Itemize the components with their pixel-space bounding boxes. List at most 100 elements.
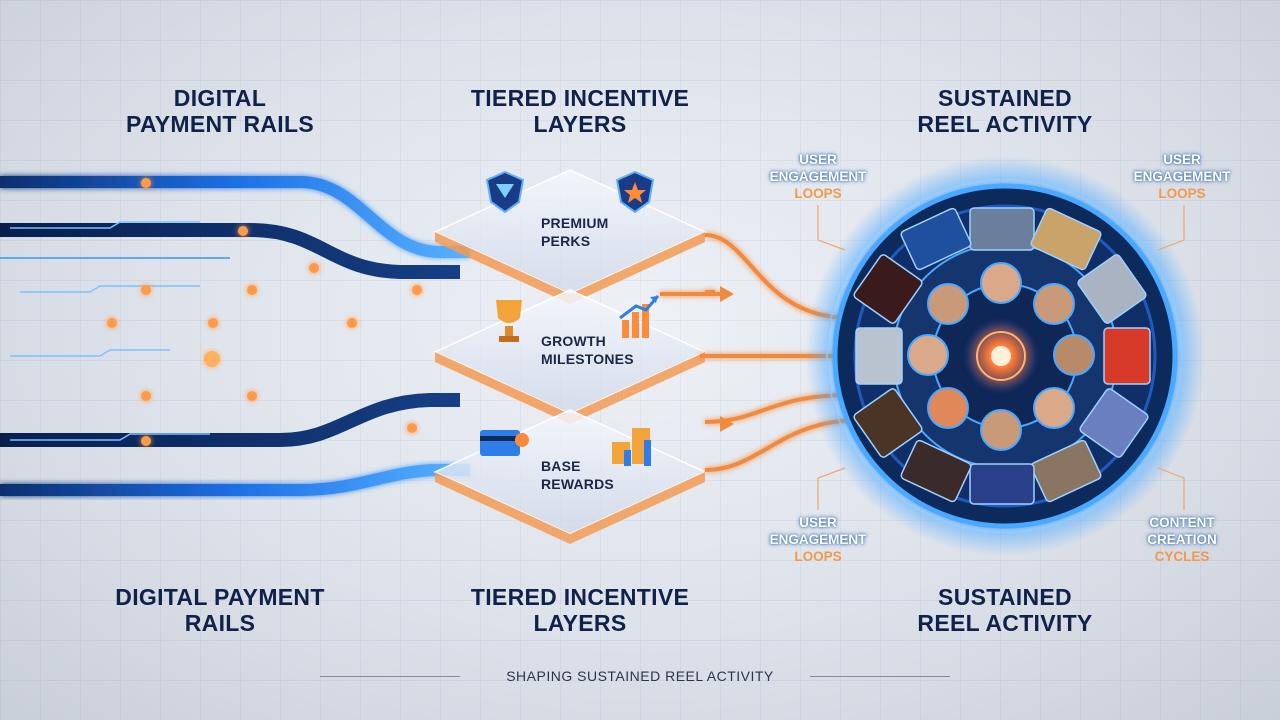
- star-badge-icon: [615, 170, 655, 214]
- tier-label-line: REWARDS: [541, 476, 614, 492]
- heading-line: REEL ACTIVITY: [917, 610, 1093, 636]
- reel-thumbnail: [1103, 327, 1151, 385]
- rail-node: [107, 318, 117, 328]
- heading-top-middle: TIERED INCENTIVE LAYERS: [450, 85, 710, 137]
- heading-line: DIGITAL PAYMENT: [115, 584, 325, 610]
- rail-node: [141, 285, 151, 295]
- caption-rule-left: [320, 676, 460, 677]
- avatar: [907, 334, 949, 376]
- loop-label-line: USER: [799, 152, 837, 167]
- heading-bottom-middle: TIERED INCENTIVE LAYERS: [450, 584, 710, 636]
- rail-node: [141, 436, 151, 446]
- tier-label-line: GROWTH: [541, 333, 606, 349]
- rail-node: [204, 351, 220, 367]
- reel-thumbnail: [853, 388, 923, 458]
- label-leaders: [817, 205, 1185, 510]
- rail-node: [141, 178, 151, 188]
- growth-chart-icon: [619, 295, 660, 338]
- tier-label-growth: GROWTH MILESTONES: [541, 332, 634, 368]
- heading-line: SUSTAINED: [938, 85, 1072, 111]
- loop-label-accent: CYCLES: [1154, 549, 1210, 564]
- loop-label-line: ENGAGEMENT: [1133, 169, 1231, 184]
- heading-bottom-left: DIGITAL PAYMENT RAILS: [90, 584, 350, 636]
- tier-label-line: MILESTONES: [541, 351, 634, 367]
- heading-bottom-right: SUSTAINED REEL ACTIVITY: [880, 584, 1130, 636]
- heading-line: REEL ACTIVITY: [917, 111, 1093, 137]
- rail-node: [247, 285, 257, 295]
- heading-top-left: DIGITAL PAYMENT RAILS: [100, 85, 340, 137]
- tier-label-line: BASE: [541, 458, 581, 474]
- heading-line: RAILS: [184, 610, 256, 636]
- rail-nodes: [107, 178, 422, 446]
- caption-rule-right: [810, 676, 950, 677]
- circuit-trace-3: [10, 349, 170, 357]
- avatar: [927, 387, 969, 429]
- tier-label-base: BASE REWARDS: [541, 457, 614, 493]
- avatar: [1053, 334, 1095, 376]
- loop-label-accent: LOOPS: [1158, 186, 1206, 201]
- reel-thumbnail: [853, 254, 923, 324]
- tier-label-line: PERKS: [541, 233, 591, 249]
- rail-node: [412, 285, 422, 295]
- rail-2: [0, 223, 460, 279]
- loop-label-top-left: USER ENGAGEMENT LOOPS: [758, 151, 878, 202]
- reel-thumbnail: [900, 439, 972, 503]
- loop-label-line: USER: [1163, 152, 1201, 167]
- reel-thumbnail: [1030, 207, 1102, 271]
- loop-label-line: CONTENT: [1149, 515, 1215, 530]
- circuit-trace-1: [10, 221, 200, 229]
- heading-line: LAYERS: [533, 610, 627, 636]
- heading-line: TIERED INCENTIVE: [470, 584, 690, 610]
- diamond-badge-icon: [485, 170, 525, 214]
- reel-thumbnail: [969, 207, 1035, 251]
- reel-thumbnail: [969, 463, 1035, 505]
- avatar: [980, 262, 1022, 304]
- avatar: [980, 409, 1022, 451]
- caption: SHAPING SUSTAINED REEL ACTIVITY: [506, 668, 774, 684]
- credit-card-icon: [480, 430, 529, 456]
- loop-label-accent: LOOPS: [794, 549, 842, 564]
- loop-label-line: USER: [799, 515, 837, 530]
- loop-label-line: ENGAGEMENT: [769, 169, 867, 184]
- heading-line: SUSTAINED: [938, 584, 1072, 610]
- rail-node: [238, 226, 248, 236]
- engagement-core: [967, 322, 1035, 390]
- payment-rails: [0, 176, 470, 496]
- rail-node: [407, 423, 417, 433]
- loop-label-accent: LOOPS: [794, 186, 842, 201]
- tier-label-line: PREMIUM: [541, 215, 609, 231]
- circuit-trace-2: [20, 285, 200, 293]
- coin-stack-icon: [612, 428, 651, 466]
- reel-thumbnail: [1079, 388, 1149, 458]
- avatar: [927, 283, 969, 325]
- heading-line: TIERED INCENTIVE: [470, 85, 690, 111]
- rail-8: [0, 393, 460, 447]
- heading-line: DIGITAL: [173, 85, 267, 111]
- circuit-trace-4: [10, 433, 210, 441]
- loop-label-top-right: USER ENGAGEMENT LOOPS: [1122, 151, 1242, 202]
- reel-thumbnail: [1030, 439, 1102, 503]
- avatars: [907, 262, 1095, 451]
- avatar: [1033, 283, 1075, 325]
- reel-thumbnails: [853, 207, 1151, 505]
- trophy-icon: [496, 300, 522, 342]
- heading-top-right: SUSTAINED REEL ACTIVITY: [880, 85, 1130, 137]
- tier-label-premium: PREMIUM PERKS: [541, 214, 609, 250]
- reel-thumbnail: [855, 327, 903, 385]
- heading-line: LAYERS: [533, 111, 627, 137]
- rail-node: [208, 318, 218, 328]
- avatar: [1033, 387, 1075, 429]
- loop-label-bottom-right: CONTENT CREATION CYCLES: [1122, 514, 1242, 565]
- heading-line: PAYMENT RAILS: [126, 111, 314, 137]
- rail-node: [247, 391, 257, 401]
- rail-node: [309, 263, 319, 273]
- loop-label-line: CREATION: [1147, 532, 1217, 547]
- rail-node: [141, 391, 151, 401]
- rail-node: [347, 318, 357, 328]
- reel-thumbnail: [900, 207, 972, 271]
- reel-thumbnail: [1077, 254, 1147, 324]
- loop-label-bottom-left: USER ENGAGEMENT LOOPS: [758, 514, 878, 565]
- rail-9: [0, 464, 470, 496]
